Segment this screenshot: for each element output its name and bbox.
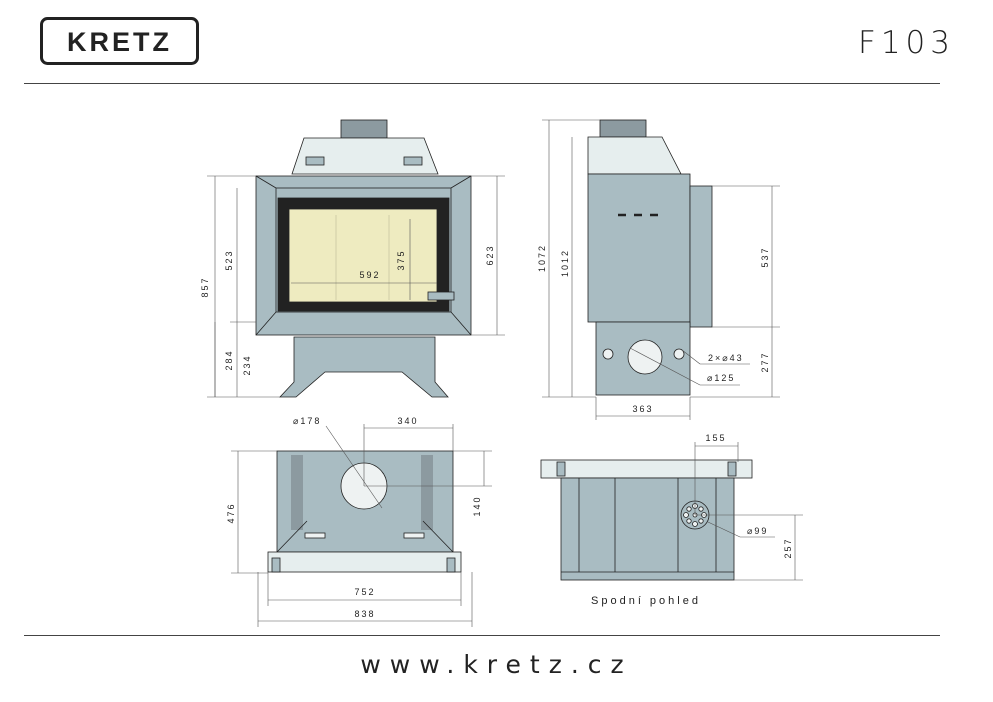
dim-side-outlet: ⌀125 — [707, 373, 735, 383]
dim-side-small-holes: 2×⌀43 — [708, 353, 744, 363]
dim-front-upper-height: 523 — [224, 249, 234, 270]
dim-top-inner-width: 752 — [354, 587, 375, 597]
model-number: F103 — [858, 25, 956, 61]
dim-bottom-inlet-diameter: ⌀99 — [747, 526, 768, 536]
dim-top-flue-offset-x: 340 — [397, 416, 418, 426]
dim-top-flue-diameter: ⌀178 — [293, 416, 321, 426]
side-door — [689, 185, 713, 328]
bottom-rail — [540, 459, 753, 479]
dim-side-body-height: 1012 — [560, 249, 570, 277]
bottom-view — [540, 459, 753, 581]
dim-side-total-height: 1072 — [537, 244, 547, 272]
dim-front-total-height: 857 — [200, 276, 210, 297]
header-divider — [24, 83, 940, 84]
front-glass — [288, 208, 438, 303]
dim-side-base-width: 363 — [632, 404, 653, 414]
dim-top-flue-offset-y: 140 — [472, 495, 482, 516]
side-outlet-hole — [627, 339, 663, 375]
side-flue-collar — [599, 119, 647, 138]
top-view — [267, 450, 462, 573]
website-url: www.kretz.cz — [360, 650, 633, 679]
side-body — [587, 173, 691, 323]
dim-front-leg-height: 234 — [242, 354, 252, 375]
top-front-frame — [267, 551, 462, 573]
dim-bottom-inlet-offset-y: 257 — [783, 537, 793, 558]
footer-divider — [24, 635, 940, 636]
front-flue-collar — [340, 119, 388, 139]
dim-top-depth: 476 — [226, 502, 236, 523]
dim-side-door-height: 537 — [760, 246, 770, 267]
dim-front-base-height: 284 — [224, 349, 234, 370]
dim-bottom-inlet-offset-x: 155 — [705, 433, 726, 443]
front-base — [279, 336, 449, 398]
front-view — [255, 119, 472, 398]
logo-text: KRETZ — [67, 27, 172, 57]
side-view — [587, 119, 713, 396]
dim-front-glass-width: 592 — [359, 270, 380, 280]
dim-top-outer-width: 838 — [354, 609, 375, 619]
kretz-logo: KRETZ — [40, 17, 199, 65]
bottom-body — [560, 477, 735, 581]
dim-front-glass-height: 375 — [396, 249, 406, 270]
front-top-hood — [291, 137, 439, 175]
bottom-view-caption: Spodní pohled — [591, 595, 701, 607]
dim-side-base-height: 277 — [760, 351, 770, 372]
dim-front-frame-height: 623 — [485, 244, 495, 265]
